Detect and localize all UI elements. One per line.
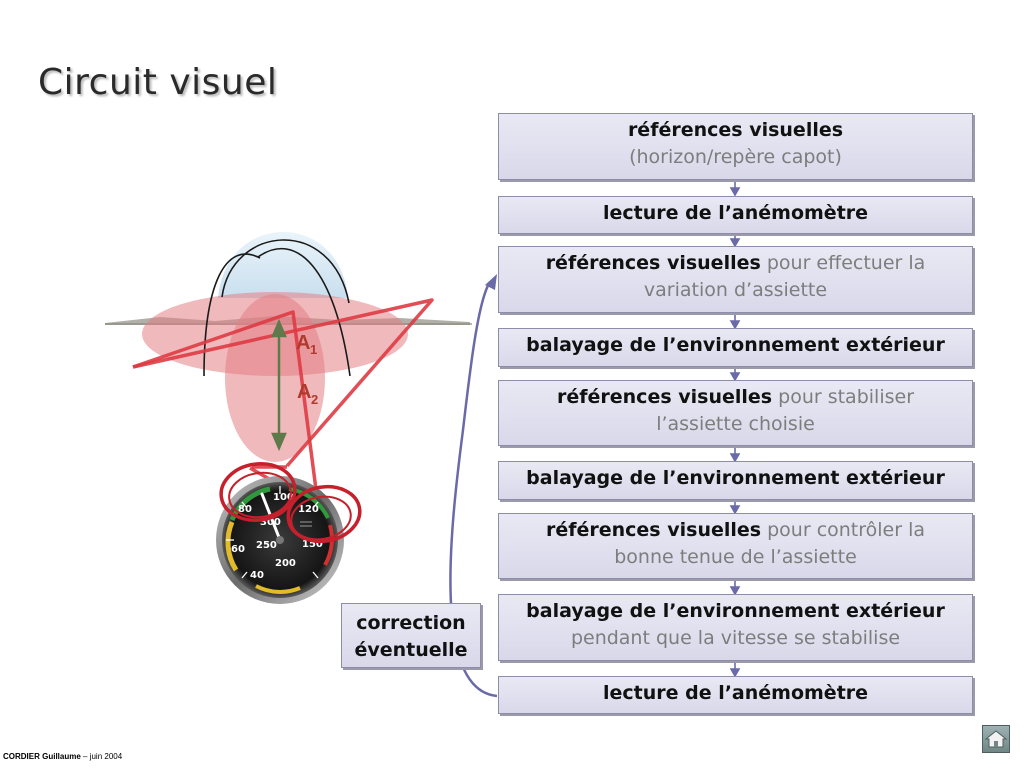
home-icon [984, 730, 1008, 748]
footer-date: – juin 2004 [80, 752, 123, 761]
footer-author: CORDIER Guillaume [3, 752, 81, 761]
step-connectors [729, 180, 741, 678]
label-a2-index: 2 [311, 392, 318, 407]
step-line2: variation d’assiette [643, 279, 828, 301]
step-bold-text: balayage de l’environnement extérieur [526, 600, 945, 622]
step-line2: l’assiette choisie [656, 413, 815, 435]
label-a2: A 2 [297, 381, 318, 407]
step-outside-scan-1: balayage de l’environnement extérieur [498, 328, 973, 367]
label-a1-letter: A [296, 332, 310, 354]
gauge-tick-label: 200 [275, 558, 296, 569]
canopy-frame [203, 239, 351, 377]
step-bold-text: références visuelles [627, 119, 844, 141]
gauge-tick-label: 250 [256, 540, 277, 551]
gauge-tick-label: 40 [250, 570, 264, 581]
correction-line1: correction [356, 612, 466, 634]
canopy-dome [218, 232, 348, 298]
step-bold-text: références visuelles [545, 252, 761, 274]
step-bold-text: lecture de l’anémomètre [602, 202, 869, 224]
label-a2-letter: A [297, 381, 311, 403]
gauge-tick-label: 120 [298, 504, 319, 515]
footer: CORDIER Guillaume – juin 2004 [3, 752, 122, 761]
gauge-tick-label: 100 [273, 492, 294, 503]
attitude-arrow [271, 318, 287, 452]
step-secondary-text: pour contrôler la [761, 519, 926, 541]
step-secondary-text: pour stabiliser [772, 386, 914, 408]
step-outside-scan-2: balayage de l’environnement extérieur [498, 461, 973, 500]
slide-title: Circuit visuel [38, 62, 278, 103]
home-button[interactable] [982, 725, 1010, 753]
step-bold-text: références visuelles [545, 519, 762, 541]
step-visual-references: références visuelles (horizon/repère cap… [498, 113, 973, 180]
step-secondary-text: pour effectuer la [760, 252, 926, 274]
label-a1: A 1 [296, 332, 317, 357]
gauge-focus-circles [219, 462, 362, 544]
step-outside-scan-3: balayage de l’environnement extérieur pe… [498, 594, 973, 661]
step-attitude-variation: références visuelles pour effectuer la v… [498, 246, 973, 313]
step-line2: pendant que la vitesse se stabilise [570, 627, 901, 649]
airspeed-indicator-icon: 100 120 300 150 60 250 200 40 80 [216, 476, 344, 604]
step-check-attitude: références visuelles pour contrôler la b… [498, 513, 973, 579]
gauge-tick-label: 150 [302, 539, 323, 550]
label-a1-index: 1 [310, 342, 317, 357]
step-bold-text: lecture de l’anémomètre [602, 682, 869, 704]
correction-box: correction éventuelle [341, 603, 481, 668]
correction-line2: éventuelle [354, 639, 468, 661]
step-line2: bonne tenue de l’assiette [614, 546, 857, 568]
step-bold-text: balayage de l’environnement extérieur [526, 334, 945, 356]
gauge-tick-label: 300 [260, 517, 281, 528]
step-airspeed-reading: lecture de l’anémomètre [498, 196, 973, 234]
attitude-zone-vertical [225, 294, 325, 462]
gauge-tick-label: 80 [238, 504, 252, 515]
step-stabilize-attitude: références visuelles pour stabiliser l’a… [498, 380, 973, 446]
step-bold-text: balayage de l’environnement extérieur [526, 467, 945, 489]
gauge-tick-label: 60 [231, 544, 245, 555]
step-bold-text: références visuelles [556, 386, 773, 408]
step-line2: (horizon/repère capot) [629, 146, 842, 168]
step-airspeed-reading-final: lecture de l’anémomètre [498, 676, 973, 714]
